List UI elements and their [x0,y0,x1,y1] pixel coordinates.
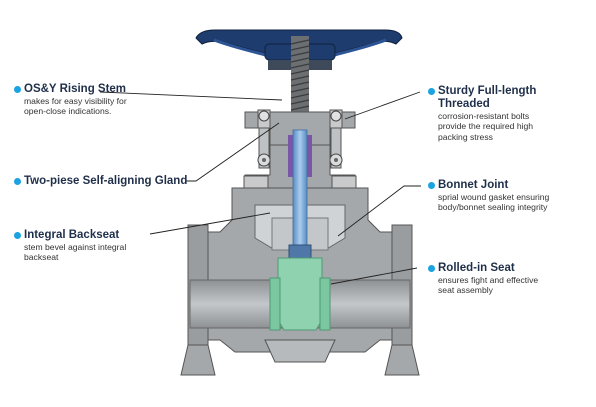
callout-title: Rolled-in Seat [438,262,515,274]
callout-desc-line: backseat [24,252,59,263]
callout-title: Sturdy Full-length [438,85,537,97]
bullet-dot-icon [14,232,21,239]
callout-title: Bonnet Joint [438,179,509,191]
callout-desc-line: makes for easy visibility for [24,96,127,106]
callout-desc-line: seat assembly [438,285,493,296]
leader-backseat [149,212,271,235]
callout-desc-line: body/bonnet sealing integrity [438,202,548,213]
bullet-dot-icon [428,88,435,95]
callout-threaded: Sturdy Full-length Threaded corrosion-re… [428,85,536,142]
callout-desc-line: provide the required high [438,121,534,132]
callout-title-line2: Threaded [438,98,490,110]
callout-gland: Two-piese Self-aligning Gland [14,175,187,188]
callout-desc-line: packing stress [438,131,493,142]
callout-title: Integral Backseat [24,229,120,241]
bullet-dot-icon [14,86,21,93]
callout-desc-line: sprial wound gasket ensuring [438,192,550,202]
callout-osy-stem: OS&Y Rising Stem makes for easy visibili… [14,83,127,117]
leader-osy-stem [99,91,283,101]
callout-backseat: Integral Backseat stem bevel against int… [14,229,126,263]
leader-lines [99,91,421,285]
callout-desc-line: open-close indications. [24,106,112,117]
callout-desc-line: ensures fight and effective [438,275,539,285]
yoke [244,109,356,169]
callout-title: OS&Y Rising Stem [24,83,127,95]
callout-rolled-seat: Rolled-in Seat ensures fight and effecti… [428,262,538,296]
callout-bonnet-joint: Bonnet Joint sprial wound gasket ensurin… [428,179,549,213]
leader-gland [186,122,280,182]
stem [292,129,308,251]
gate-disc [269,244,331,331]
bullet-dot-icon [428,182,435,189]
callout-title: Two-piese Self-aligning Gland [24,175,188,187]
callout-desc-line: stem bevel against integral [24,242,127,252]
bullet-dot-icon [428,265,435,272]
leader-threaded [344,91,421,120]
leader-bonnet-joint [337,185,421,237]
bullet-dot-icon [14,178,21,185]
callout-desc-line: corrosion-resistant bolts [438,111,530,121]
leader-rolled-seat [330,267,418,285]
